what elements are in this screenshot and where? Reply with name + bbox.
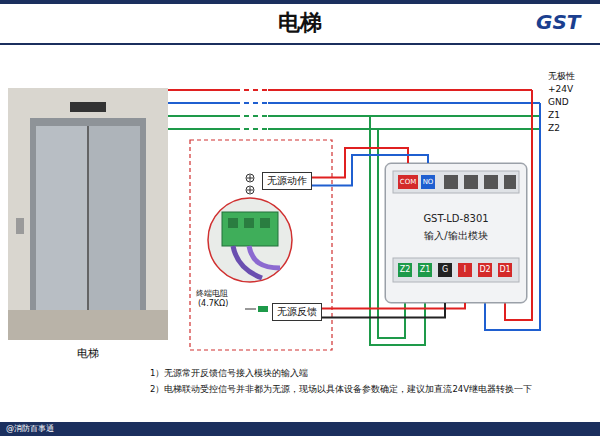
wire-note: 无极性 xyxy=(548,70,575,83)
terminal-pin: NO xyxy=(421,175,435,189)
note-text: 2）电梯联动受控信号并非都为无源，现场以具体设备参数确定，建议加直流24V继电器… xyxy=(150,384,595,396)
terminal-pin: D2 xyxy=(478,263,492,277)
device-label: 无源反馈 xyxy=(277,305,317,319)
terminal-block-photo xyxy=(208,198,292,282)
header-bar xyxy=(0,0,600,4)
wire-connector xyxy=(322,303,445,317)
note-text: 1）无源常开反馈信号接入模块的输入端 xyxy=(150,368,595,380)
module-name: 输入/输出模块 xyxy=(386,229,526,243)
action-box: 无源动作 xyxy=(262,172,312,190)
header-rule xyxy=(0,43,600,45)
bus-lines xyxy=(160,90,540,345)
resistor-value: (4.7KΩ) xyxy=(198,299,228,308)
model-number: GST-LD-8301 xyxy=(386,213,526,224)
footer-bar xyxy=(0,422,600,436)
signal-name: Z2 xyxy=(548,123,560,133)
terminal-symbol xyxy=(246,174,254,194)
signal-name: GND xyxy=(548,97,569,107)
signal-name: Z1 xyxy=(548,110,560,120)
terminal-pin: Z2 xyxy=(398,263,412,277)
wire-path xyxy=(322,303,445,317)
device-label: 无源动作 xyxy=(267,174,307,188)
terminal-pin: COM xyxy=(398,175,418,189)
wire-path xyxy=(322,303,465,308)
resistor-symbol xyxy=(245,306,268,312)
terminal-pin: D1 xyxy=(498,263,512,277)
page-title: 电梯 xyxy=(0,8,600,38)
elevator-illustration xyxy=(8,88,168,340)
wire-connector xyxy=(322,303,465,308)
photo-caption: 电梯 xyxy=(8,346,168,361)
module-body xyxy=(385,163,527,303)
terminal-pin: I xyxy=(458,263,472,277)
device-region xyxy=(190,140,332,350)
terminal-pin: Z1 xyxy=(418,263,432,277)
brand-logo: GST xyxy=(536,10,580,34)
resistor-label: 终端电阻 xyxy=(196,288,228,299)
elevator-photo: 电梯 xyxy=(8,88,168,364)
watermark: @消防百事通 xyxy=(6,423,54,434)
signal-name: +24V xyxy=(548,84,573,94)
terminal-pin: G xyxy=(438,263,452,277)
feedback-box: 无源反馈 xyxy=(272,303,322,321)
